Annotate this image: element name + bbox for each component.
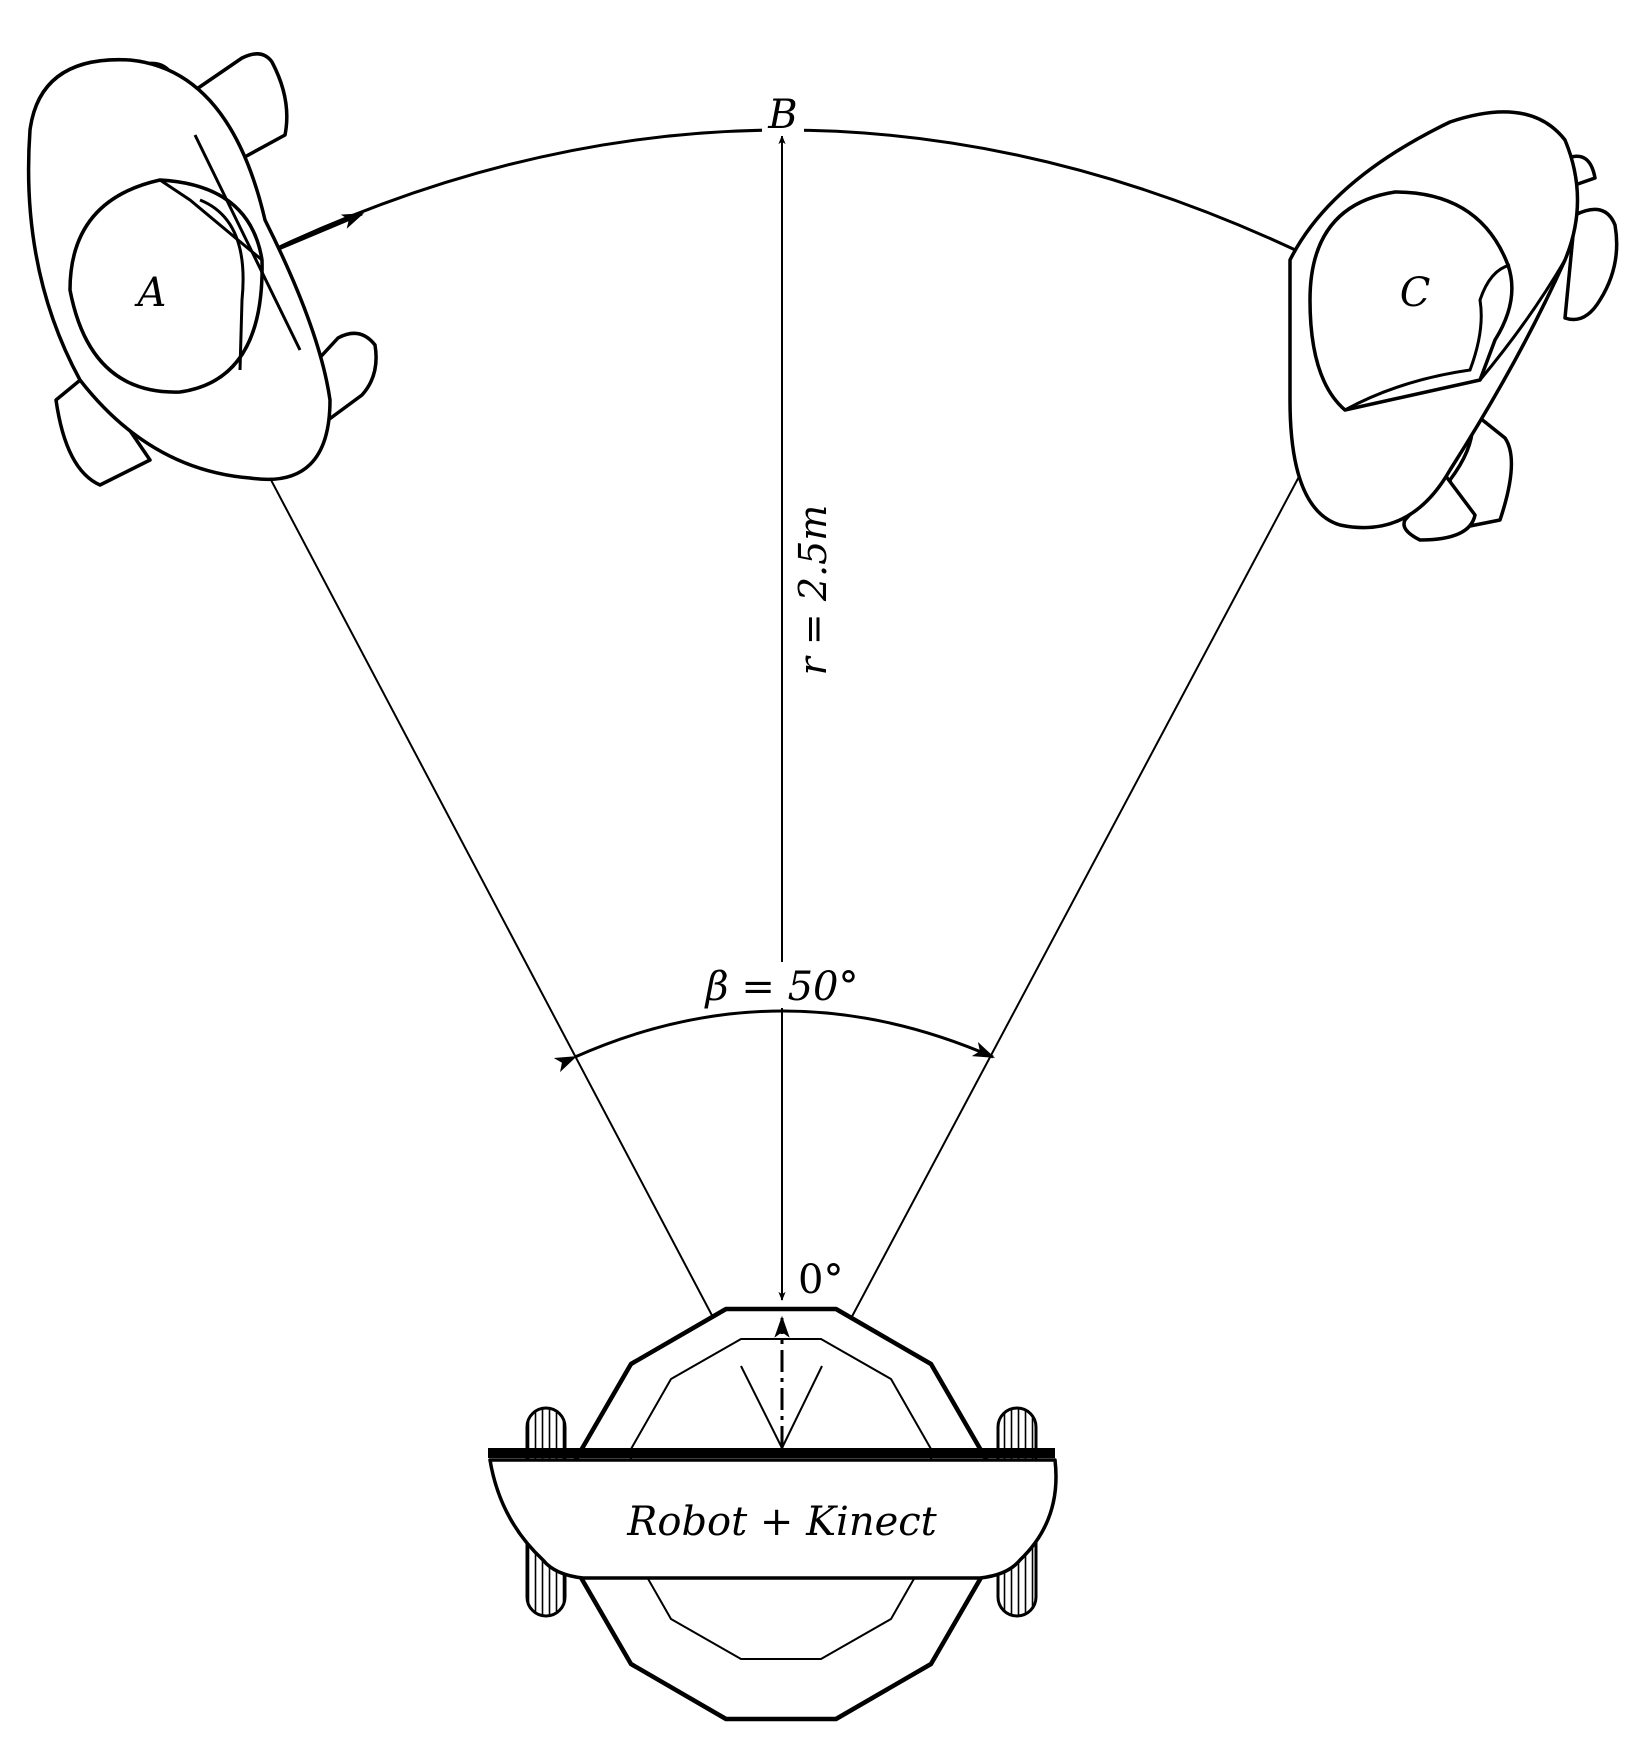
- point-b-label: B: [767, 92, 797, 138]
- beta-angle-label: β = 50°: [704, 964, 859, 1010]
- radius-label: r = 2.5m: [791, 505, 835, 676]
- person-a-icon: [26, 52, 378, 487]
- ray-to-a: [175, 299, 783, 1449]
- point-c-label: C: [1400, 270, 1431, 316]
- person-c-icon: [1288, 110, 1619, 542]
- beta-angle-arc: [553, 1009, 996, 1073]
- kinect-bar: [488, 1448, 1055, 1458]
- robot-plate: [488, 1458, 1058, 1580]
- heading-angle-label: 0°: [798, 1257, 843, 1303]
- robot-icon: [488, 1306, 1058, 1722]
- robot-label: Robot + Kinect: [626, 1499, 937, 1545]
- ray-to-c: [781, 299, 1394, 1449]
- point-a-label: A: [134, 270, 167, 316]
